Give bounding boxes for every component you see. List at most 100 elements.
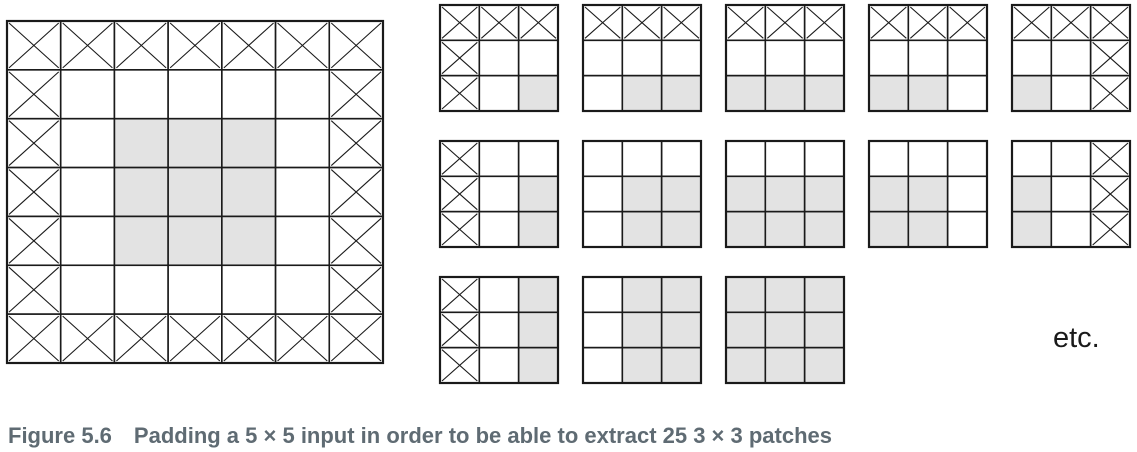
padded-input-grid [5,19,385,365]
grid-cell [274,264,331,315]
grid-cell [1050,210,1092,248]
padding-cell [6,215,62,267]
grid-cell [1050,140,1092,178]
input-cell [725,210,767,248]
input-cell [517,74,559,112]
input-cell [517,175,559,213]
input-cell [660,210,702,248]
input-cell [167,215,223,267]
padding-cell [6,264,62,315]
padding-cell [328,313,384,364]
input-cell [803,311,845,349]
grid-cell [660,140,702,178]
padding-cell [439,210,481,248]
patch-border [1010,139,1132,249]
padding-cell [582,4,624,42]
padding-cell [660,4,702,42]
grid-cell [1011,140,1053,178]
grid-cell [478,210,520,248]
input-cell [868,175,910,213]
padding-cell [439,140,481,178]
input-cell [621,311,663,349]
padding-cell [328,264,384,315]
padding-cell [868,4,910,42]
grid-cell [274,117,331,169]
padding-cell [328,69,384,120]
input-cell [113,215,169,267]
padded-grid-border [5,19,385,365]
input-cell [803,276,845,314]
grid-cell [59,264,116,315]
grid-cell [582,210,624,248]
padding-cell [274,313,331,364]
grid-cell [1011,39,1053,77]
patch-grid [724,275,846,385]
padding-cell [6,313,62,364]
grid-cell [803,140,845,178]
patch-border [438,3,560,113]
input-cell [1011,210,1053,248]
input-cell [517,210,559,248]
patch-border [438,275,560,385]
grid-cell [1050,175,1092,213]
grid-cell [113,264,169,315]
grid-cell [478,74,520,112]
input-cell [907,210,949,248]
padding-cell [6,117,62,169]
padding-cell [439,175,481,213]
input-cell [221,117,277,169]
grid-cell [478,311,520,349]
input-cell [660,346,702,384]
input-cell [803,74,845,112]
caption-text: Padding a 5 × 5 input in order to be abl… [133,423,833,448]
input-cell [803,346,845,384]
grid-cell [582,276,624,314]
input-cell [621,346,663,384]
padding-cell [439,39,481,77]
padding-cell [439,311,481,349]
padding-cell [439,4,481,42]
input-cell [764,210,806,248]
patch-grid [867,3,989,113]
patch-border [1010,3,1132,113]
input-cell [660,175,702,213]
padding-cell [1050,4,1092,42]
grid-cell [946,210,988,248]
input-cell [725,276,767,314]
input-cell [764,74,806,112]
input-cell [725,74,767,112]
patch-grid [724,139,846,249]
patch-border [724,3,846,113]
padding-cell [1089,140,1131,178]
input-cell [167,166,223,218]
patch-grid [1010,139,1132,249]
grid-cell [517,140,559,178]
input-cell [764,175,806,213]
input-cell [517,346,559,384]
grid-cell [478,276,520,314]
input-cell [868,210,910,248]
grid-cell [764,39,806,77]
input-cell [764,346,806,384]
input-cell [1011,175,1053,213]
padding-cell [6,20,62,71]
grid-cell [478,39,520,77]
padding-cell [1011,4,1053,42]
input-cell [907,74,949,112]
grid-cell [946,74,988,112]
grid-cell [907,39,949,77]
input-cell [1011,74,1053,112]
padding-cell [328,215,384,267]
input-cell [221,166,277,218]
padding-cell [59,20,116,71]
padding-cell [803,4,845,42]
padding-cell [113,20,169,71]
grid-cell [113,69,169,120]
padding-cell [274,20,331,71]
grid-cell [274,166,331,218]
grid-cell [907,140,949,178]
input-cell [764,276,806,314]
padding-cell [1089,210,1131,248]
input-cell [803,175,845,213]
grid-cell [621,39,663,77]
